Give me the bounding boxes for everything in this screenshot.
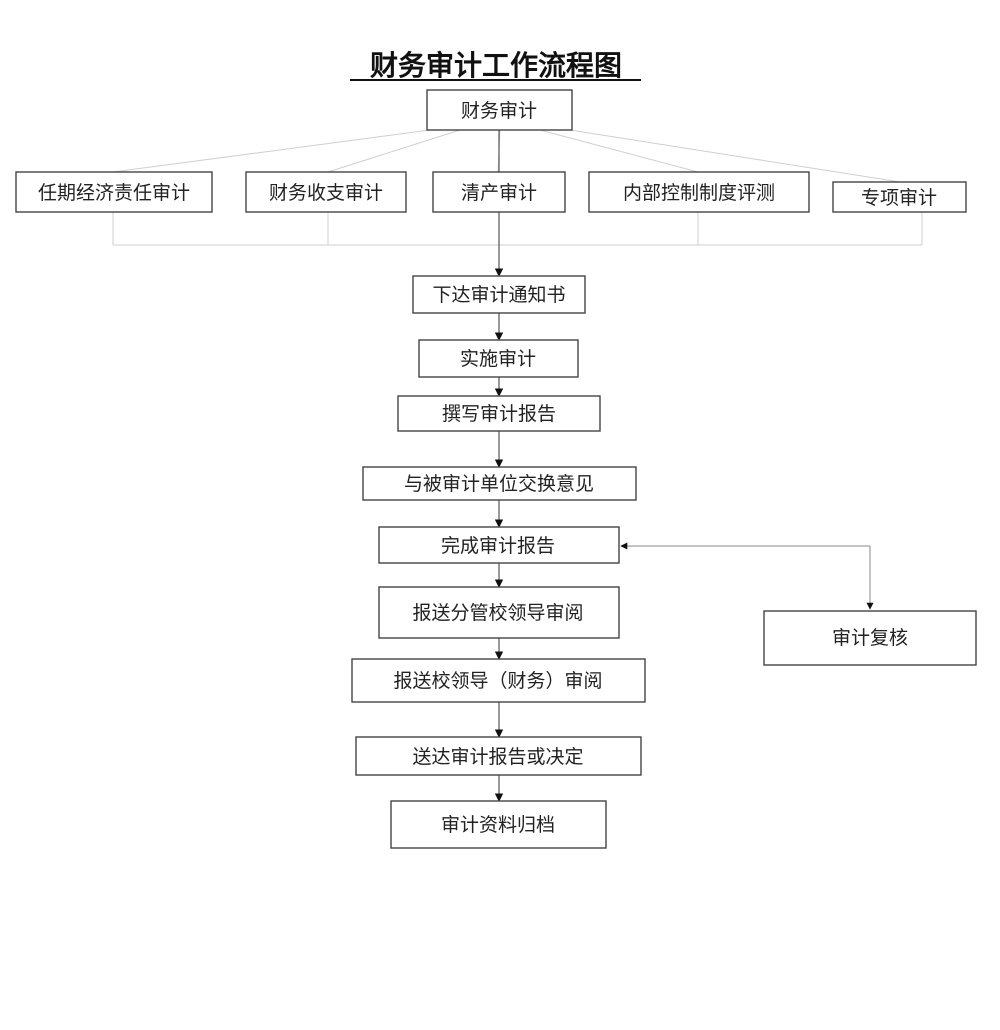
node-review-finance-label: 报送校领导（财务）审阅 xyxy=(393,670,602,692)
node-notice-label: 下达审计通知书 xyxy=(432,284,565,306)
node-recheck-label: 审计复核 xyxy=(832,627,908,649)
node-type-internal-control: 内部控制制度评测 xyxy=(588,171,810,213)
node-implement: 实施审计 xyxy=(418,339,579,378)
node-implement-label: 实施审计 xyxy=(460,348,536,370)
node-draft-label: 撰写审计报告 xyxy=(442,403,556,425)
node-review-finance: 报送校领导（财务）审阅 xyxy=(351,658,646,703)
node-archive-label: 审计资料归档 xyxy=(441,814,555,836)
node-root: 财务审计 xyxy=(426,89,573,131)
node-type-special-label: 专项审计 xyxy=(861,187,937,209)
node-complete: 完成审计报告 xyxy=(378,526,620,564)
node-exchange: 与被审计单位交换意见 xyxy=(362,466,637,501)
node-deliver-label: 送达审计报告或决定 xyxy=(412,746,583,768)
node-deliver: 送达审计报告或决定 xyxy=(355,736,642,776)
node-type-special: 专项审计 xyxy=(832,181,967,213)
node-complete-label: 完成审计报告 xyxy=(441,535,555,557)
node-type-internal-control-label: 内部控制制度评测 xyxy=(623,182,775,204)
node-type-revenue: 财务收支审计 xyxy=(245,171,407,213)
node-archive: 审计资料归档 xyxy=(390,800,607,849)
node-type-revenue-label: 财务收支审计 xyxy=(269,182,383,204)
node-exchange-label: 与被审计单位交换意见 xyxy=(404,473,594,495)
node-type-asset-label: 清产审计 xyxy=(461,182,537,204)
node-draft: 撰写审计报告 xyxy=(397,395,601,432)
page-title: 财务审计工作流程图 xyxy=(370,49,622,82)
node-type-tenure: 任期经济责任审计 xyxy=(15,171,213,213)
node-root-label: 财务审计 xyxy=(461,100,537,122)
node-type-asset: 清产审计 xyxy=(432,171,566,213)
node-review-branch: 报送分管校领导审阅 xyxy=(378,586,620,639)
recheck-connectors xyxy=(620,542,874,610)
node-recheck: 审计复核 xyxy=(763,610,977,666)
node-type-tenure-label: 任期经济责任审计 xyxy=(38,182,190,204)
fanout-connectors xyxy=(112,129,923,246)
node-notice: 下达审计通知书 xyxy=(412,275,586,314)
node-review-branch-label: 报送分管校领导审阅 xyxy=(412,602,583,624)
